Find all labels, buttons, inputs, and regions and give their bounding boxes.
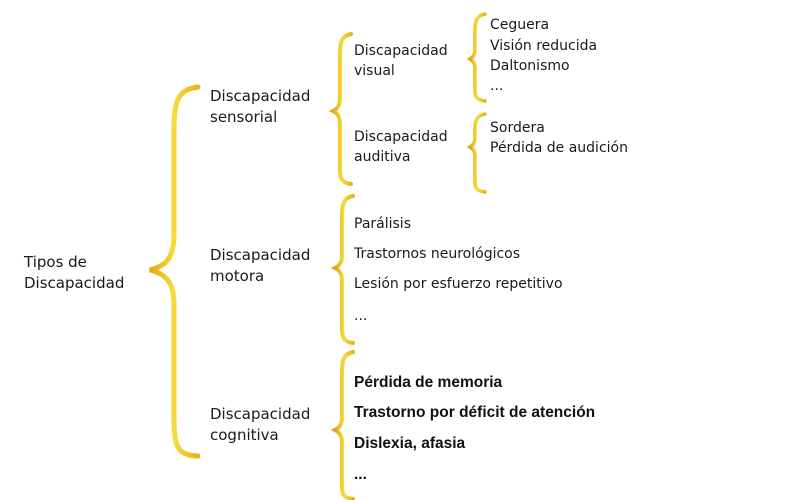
subcategory-visual: Discapacidad visual (354, 41, 448, 81)
auditiva-item: Sordera (490, 120, 545, 136)
motora-item: Lesión por esfuerzo repetitivo (354, 276, 563, 292)
subcategory-auditiva-line1: Discapacidad (354, 129, 448, 145)
auditiva-item: Pérdida de audición (490, 140, 628, 156)
motora-brace-icon (330, 194, 355, 345)
category-motora-line1: Discapacidad (210, 246, 311, 264)
root-label-line2: Discapacidad (24, 274, 125, 292)
motora-item: ... (354, 308, 368, 324)
motora-item: Parálisis (354, 216, 411, 232)
subcategory-visual-line2: visual (354, 63, 395, 79)
category-cognitiva-line1: Discapacidad (210, 405, 311, 423)
category-cognitiva-line2: cognitiva (210, 426, 279, 444)
category-cognitiva: Discapacidad cognitiva (210, 404, 310, 446)
visual-item: Visión reducida (490, 38, 598, 54)
subcategory-visual-line1: Discapacidad (354, 43, 448, 59)
cognitiva-item: Pérdida de memoria (354, 374, 503, 391)
category-motora-line2: motora (210, 267, 265, 285)
root-label-line1: Tipos de (24, 253, 87, 271)
auditiva-brace-icon (466, 112, 487, 194)
category-sensorial: Discapacidad sensorial (210, 86, 310, 128)
cognitiva-item: Trastorno por déficit de atención (354, 404, 596, 421)
visual-item: Ceguera (490, 17, 550, 33)
root-brace-icon (149, 84, 201, 459)
category-sensorial-line2: sensorial (210, 108, 278, 126)
cognitiva-brace-icon (330, 350, 355, 500)
cognitiva-item: ... (354, 466, 367, 483)
visual-item: ... (490, 78, 504, 94)
category-motora: Discapacidad motora (210, 245, 310, 287)
category-sensorial-line1: Discapacidad (210, 87, 311, 105)
root-label: Tipos de Discapacidad (24, 252, 124, 294)
visual-brace-icon (466, 12, 487, 103)
cognitiva-item: Dislexia, afasia (354, 435, 466, 452)
motora-item: Trastornos neurológicos (354, 246, 521, 262)
subcategory-auditiva-line2: auditiva (354, 149, 411, 165)
subcategory-auditiva: Discapacidad auditiva (354, 127, 448, 167)
visual-item: Daltonismo (490, 58, 570, 74)
sensorial-brace-icon (328, 32, 353, 186)
